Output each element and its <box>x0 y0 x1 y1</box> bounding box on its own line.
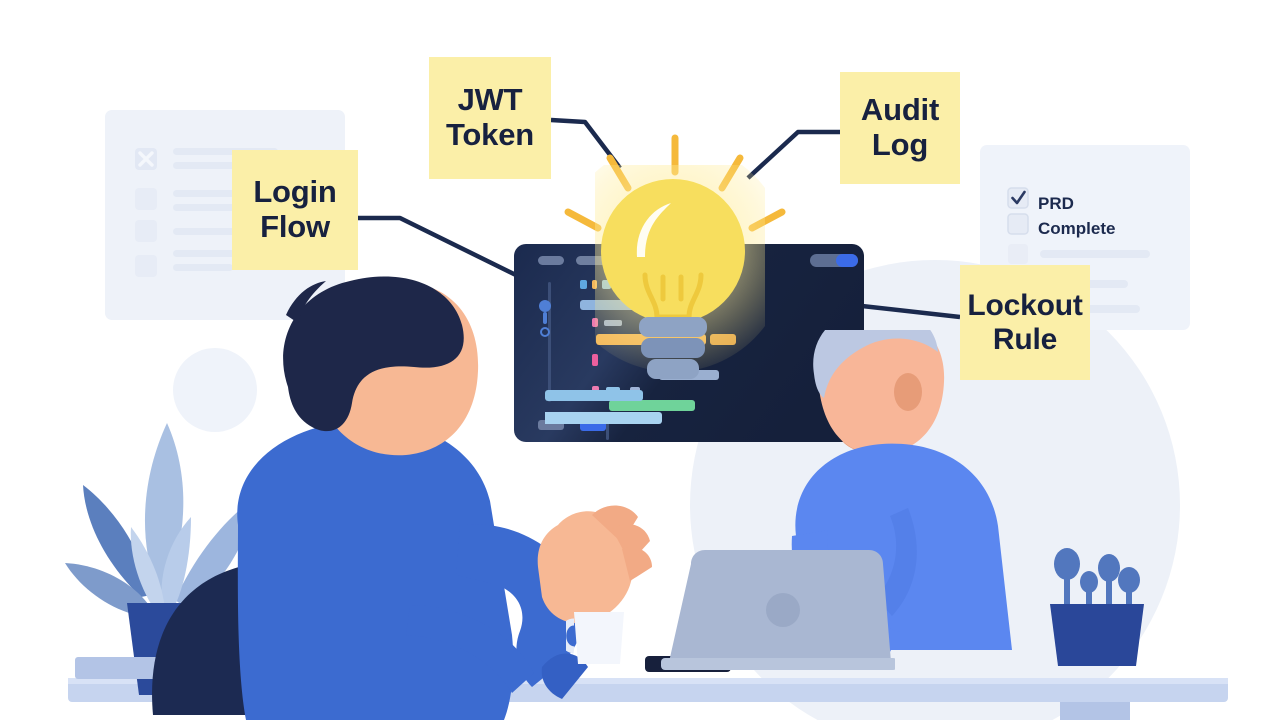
sticky-note-lockout-rule-line2: Rule <box>992 322 1058 356</box>
laptop <box>661 550 895 670</box>
editor-gutter-icons <box>539 300 551 337</box>
bulb-base <box>639 317 707 379</box>
sticky-note-login-flow-line1: Login <box>253 174 337 210</box>
person-left-body <box>237 420 514 720</box>
sticky-note-audit-log-line1: Audit <box>860 92 940 128</box>
editor-toolbar-pill <box>810 254 858 267</box>
sticky-note-lockout-rule[interactable]: Lockout Rule <box>960 265 1090 380</box>
person-left-hair <box>283 276 464 432</box>
coffee-mug <box>566 612 624 664</box>
pen-cup <box>1050 548 1144 666</box>
bulb-highlight <box>636 203 671 257</box>
sticky-note-jwt-token-line2: Token <box>446 117 534 152</box>
editor-tab-1 <box>538 256 564 265</box>
person-left-hand <box>537 505 652 624</box>
connector-lockout-rule <box>861 303 961 320</box>
pen-cup-body <box>1050 604 1144 666</box>
background-circle-left <box>173 348 257 432</box>
connector-login-flow <box>358 215 523 281</box>
ray-left <box>564 208 602 232</box>
sticky-note-jwt-token[interactable]: JWT Token <box>429 57 551 179</box>
person-right-head <box>817 330 945 455</box>
sticky-note-lockout-rule-line1: Lockout <box>967 288 1083 322</box>
code-editor-lower-lines <box>545 390 662 424</box>
person-right-ear <box>894 373 922 411</box>
sticky-note-login-flow-line2: Flow <box>260 209 330 244</box>
laptop-logo <box>766 593 800 627</box>
sticky-note-login-flow[interactable]: Login Flow <box>232 150 358 270</box>
checkbox-prd <box>1007 187 1029 209</box>
sticky-note-audit-log[interactable]: Audit Log <box>840 72 960 184</box>
person-left <box>237 276 652 720</box>
connector-jwt-token <box>550 117 622 170</box>
checkbox-complete <box>1007 213 1029 235</box>
plant-leaves <box>65 423 257 617</box>
sticky-note-audit-log-line2: Log <box>871 127 929 162</box>
desk-leg <box>1060 702 1130 720</box>
bulb-glass <box>601 179 745 323</box>
checklist-item-prd-label: PRD <box>1038 194 1074 213</box>
checklist-item-complete-label: Complete <box>1038 219 1116 238</box>
lightbulb-icon <box>595 165 765 379</box>
person-right-hair <box>813 330 938 398</box>
editor-gutter-rail <box>548 282 551 402</box>
sticky-note-jwt-token-line1: JWT <box>457 82 523 118</box>
connector-audit-log <box>746 129 840 180</box>
